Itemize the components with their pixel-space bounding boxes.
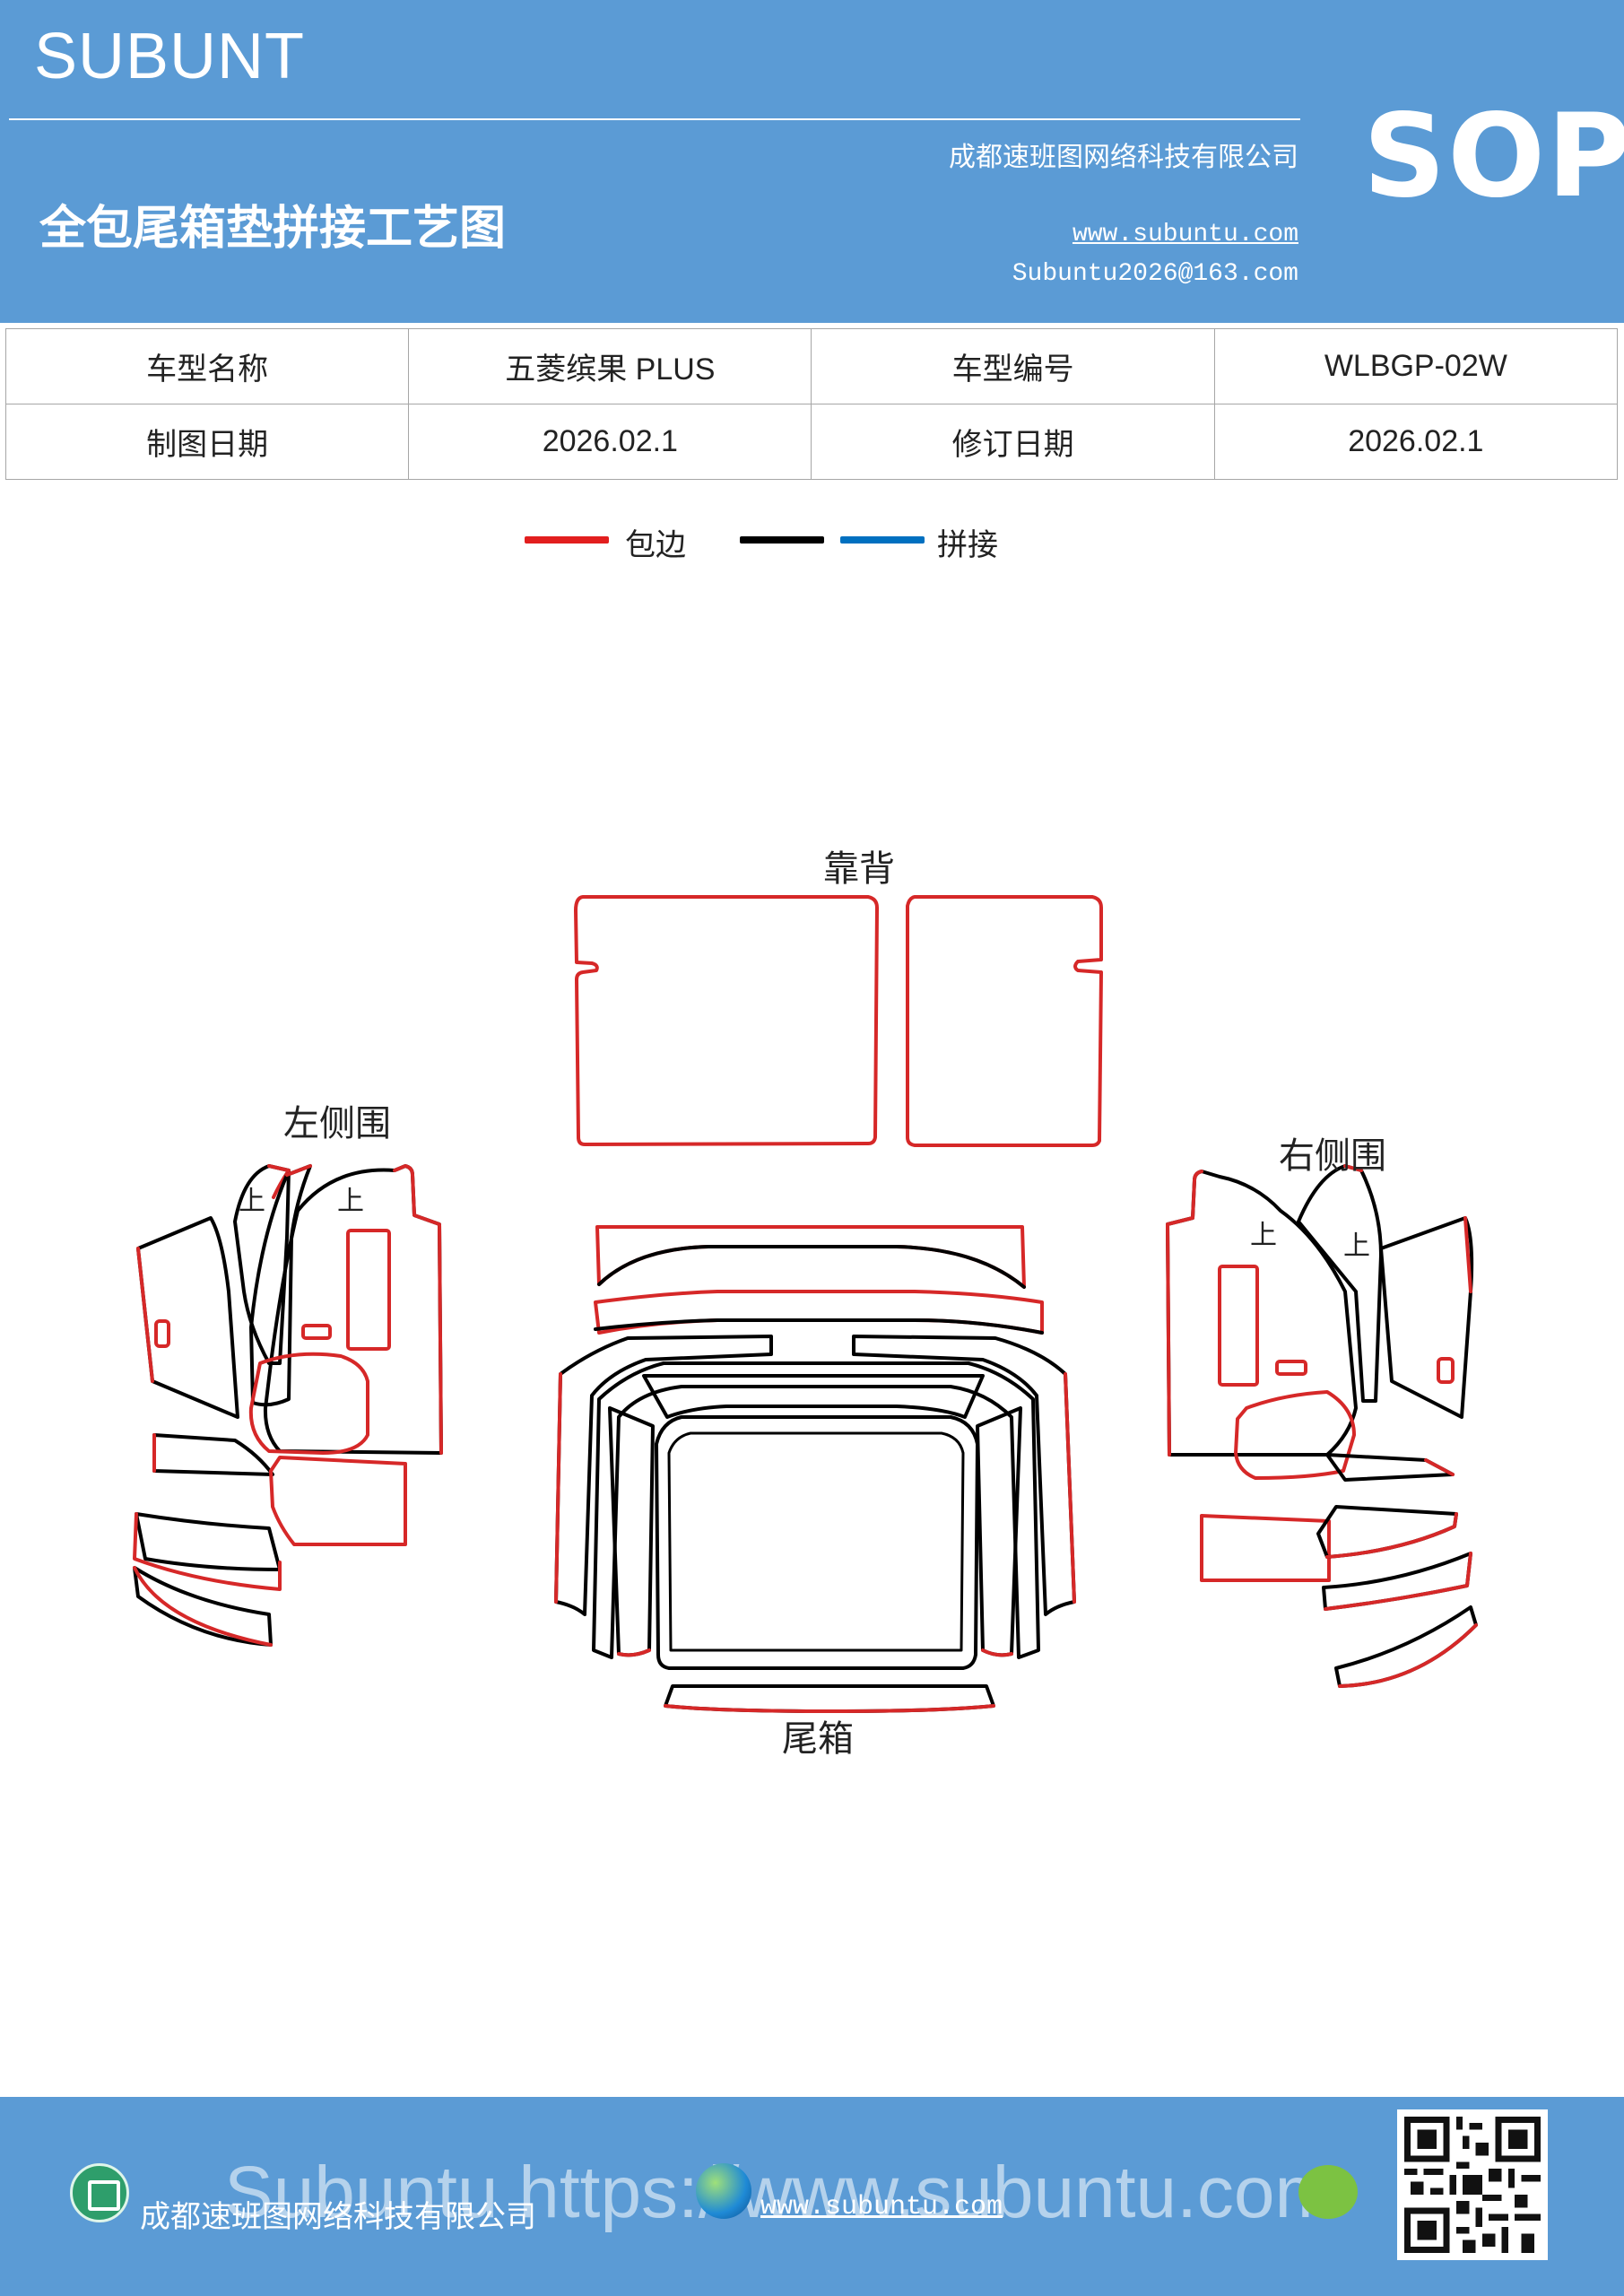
globe-icon — [696, 2163, 751, 2219]
company-name: 成都速班图网络科技有限公司 — [949, 142, 1298, 173]
revise-date-label: 修订日期 — [811, 404, 1215, 480]
up-mark: 上 — [1343, 1231, 1370, 1262]
model-code-label: 车型编号 — [811, 328, 1215, 404]
model-name-label: 车型名称 — [4, 328, 410, 404]
left-side-pieces — [133, 1164, 443, 1647]
website-link[interactable]: www.subuntu.com — [1072, 221, 1298, 248]
backrest-right-piece — [906, 895, 1103, 1147]
splice-blue-line-swatch — [840, 536, 925, 544]
draw-date-value: 2026.02.1 — [408, 404, 812, 480]
brand-name: SUBUNT — [34, 21, 306, 92]
document-title: 全包尾箱垫拼接工艺图 — [39, 201, 507, 256]
splice-legend-label: 拼接 — [937, 527, 998, 563]
edging-line-swatch — [525, 536, 609, 544]
qr-code-pattern — [1404, 2117, 1541, 2253]
wechat-icon — [1298, 2165, 1358, 2219]
watermark-text: Subuntu https://www.subuntu.com — [224, 2152, 1336, 2233]
left-side-label: 左侧围 — [283, 1103, 391, 1144]
edging-legend-label: 包边 — [625, 527, 686, 563]
footer-website-link[interactable]: www.subuntu.com — [760, 2192, 1003, 2222]
model-name-value: 五菱缤果 PLUS — [408, 328, 812, 404]
backrest-label: 靠背 — [823, 848, 895, 890]
footer-banner: Subuntu https://www.subuntu.com 成都速班图网络科… — [0, 2097, 1624, 2296]
up-mark: 上 — [337, 1186, 364, 1217]
sop-badge: SOP — [1363, 90, 1624, 223]
up-mark: 上 — [239, 1186, 265, 1217]
backrest-left-piece — [574, 895, 879, 1146]
draw-date-label: 制图日期 — [4, 404, 410, 480]
table-row: 车型名称 五菱缤果 PLUS 车型编号 WLBGP-02W — [4, 328, 1619, 404]
qr-code[interactable] — [1397, 2109, 1548, 2260]
trunk-label: 尾箱 — [782, 1718, 854, 1760]
right-side-label: 右侧围 — [1279, 1135, 1386, 1177]
table-row: 制图日期 2026.02.1 修订日期 2026.02.1 — [4, 404, 1619, 480]
right-side-pieces — [1166, 1164, 1478, 1688]
up-mark: 上 — [1250, 1220, 1277, 1251]
vehicle-info-table: 车型名称 五菱缤果 PLUS 车型编号 WLBGP-02W 制图日期 2026.… — [4, 328, 1619, 480]
diagram-canvas — [133, 895, 1478, 1713]
backrest-pieces — [574, 895, 1103, 1147]
home-icon — [70, 2163, 129, 2222]
model-code-value: WLBGP-02W — [1213, 328, 1619, 404]
revise-date-value: 2026.02.1 — [1213, 404, 1619, 480]
splicing-diagram: 靠背 左侧围 右侧围 尾箱 上 上 上 上 — [0, 789, 1624, 1776]
trunk-pieces — [554, 1225, 1076, 1713]
footer-company-name: 成都速班图网络科技有限公司 — [140, 2199, 536, 2235]
header-divider — [9, 118, 1300, 120]
splice-black-line-swatch — [740, 536, 824, 544]
email-address[interactable]: Subuntu2026@163.com — [1012, 260, 1298, 288]
header-banner: SUBUNT 全包尾箱垫拼接工艺图 成都速班图网络科技有限公司 www.subu… — [0, 0, 1624, 323]
